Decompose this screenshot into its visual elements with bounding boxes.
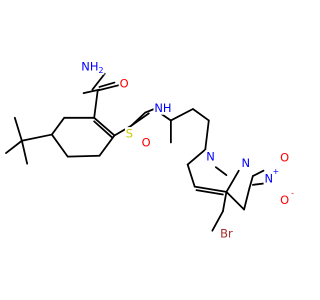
- label-background: [205, 150, 216, 164]
- label-background: [279, 193, 291, 207]
- bond-line: [186, 163, 196, 188]
- atom-label-co_o: O: [140, 135, 152, 150]
- bond-line: [225, 169, 240, 193]
- label-background: [140, 135, 152, 150]
- bond-line: [96, 84, 120, 92]
- bond-line: [20, 133, 53, 142]
- atom-label-nh: NH: [153, 101, 173, 115]
- charge-nitro_n_plus: +: [272, 167, 279, 176]
- atom-label-amide_o: O: [118, 76, 130, 91]
- atom-symbol: NH: [154, 101, 171, 115]
- bond-line: [5, 139, 23, 154]
- bond-line: [98, 134, 116, 157]
- bond-line: [98, 81, 116, 88]
- bond-line: [192, 108, 210, 122]
- bond-line: [248, 175, 254, 190]
- atom-symbol: N: [206, 150, 215, 164]
- atom-symbol: O: [280, 193, 289, 207]
- label-background: [263, 172, 274, 186]
- bond-line: [50, 133, 69, 158]
- bond-lines: [5, 72, 268, 232]
- bond-line: [214, 166, 228, 177]
- bond-line: [225, 191, 245, 211]
- label-background: [80, 60, 105, 75]
- bond-line: [93, 120, 113, 139]
- bond-line: [170, 108, 194, 122]
- atom-label-s: S: [124, 127, 134, 141]
- bond-line: [186, 148, 207, 166]
- bond-line: [243, 187, 251, 211]
- atom-label-nitro_o2: O: [279, 193, 291, 207]
- bond-line: [82, 88, 101, 95]
- label-background: [124, 127, 134, 141]
- bond-line: [222, 191, 228, 213]
- atom-symbol: Br: [220, 226, 233, 240]
- atom-symbol: N: [264, 172, 273, 186]
- bond-line: [93, 89, 99, 119]
- bond-line: [66, 154, 101, 158]
- label-background: [153, 101, 173, 115]
- bond-line: [252, 169, 265, 177]
- bond-line: [204, 119, 210, 151]
- bond-line: [130, 112, 150, 127]
- atom-label-nitro_n: N: [263, 172, 274, 186]
- label-background: [240, 156, 252, 170]
- atom-subscript: 2: [98, 66, 103, 75]
- bond-line: [91, 72, 106, 91]
- label-background: [219, 226, 235, 240]
- bond-line: [93, 116, 116, 137]
- bond-line: [193, 185, 228, 193]
- bond-line: [144, 108, 156, 114]
- atom-symbol: O: [280, 150, 289, 164]
- atom-label-nitro_o1: O: [279, 150, 291, 165]
- bond-line: [211, 210, 224, 232]
- atom-symbol: O: [142, 136, 151, 150]
- atom-symbol: NH2: [81, 60, 103, 75]
- atom-label-amide_n: NH2: [80, 60, 105, 75]
- bond-line: [195, 189, 224, 196]
- atom-symbol: O: [120, 76, 129, 90]
- atom-symbol: N: [242, 156, 251, 170]
- atom-label-n2: N: [240, 156, 252, 170]
- bond-line: [20, 139, 29, 165]
- charge-nitro_o2_minus: -: [291, 188, 294, 197]
- atom-label-n1: N: [205, 150, 216, 164]
- atom-label-br: Br: [219, 226, 235, 240]
- atom-symbol: S: [126, 127, 133, 141]
- bond-line: [13, 116, 23, 142]
- label-background: [118, 76, 130, 91]
- label-background: [279, 150, 291, 165]
- bond-line: [50, 116, 66, 136]
